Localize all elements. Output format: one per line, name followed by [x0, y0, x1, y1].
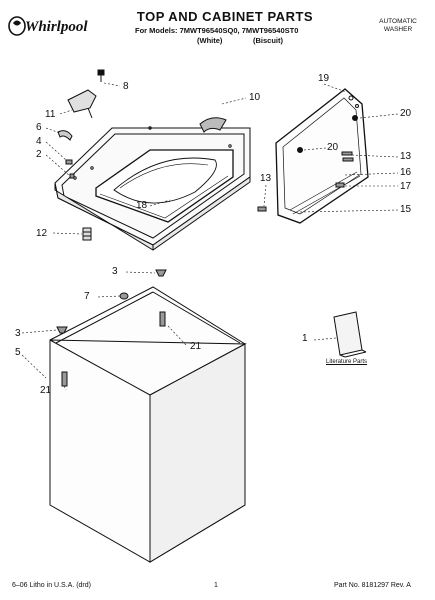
callout-3-top: 3 — [112, 266, 118, 277]
hardware-parts — [56, 69, 354, 387]
callout-10: 10 — [249, 92, 261, 103]
callout-18: 18 — [136, 200, 148, 211]
callout-12: 12 — [36, 228, 48, 239]
callout-21-lower: 21 — [40, 385, 52, 396]
footer-print-info: 6–06 Litho in U.S.A. (drd) — [12, 582, 91, 589]
callout-11: 11 — [45, 109, 56, 120]
callout-19: 19 — [318, 73, 330, 84]
callout-3-bottom: 3 — [15, 328, 21, 339]
product-type: AUTOMATIC WASHER — [370, 18, 426, 34]
whirlpool-logo: Whirlpool — [8, 14, 92, 38]
callout-13-right: 13 — [400, 151, 412, 162]
variant-white: (White) — [197, 36, 223, 45]
product-type-line1: AUTOMATIC — [379, 18, 417, 25]
callout-13-left: 13 — [260, 173, 272, 184]
product-type-line2: WASHER — [383, 26, 413, 33]
callout-16: 16 — [400, 167, 412, 178]
callout-20-mid: 20 — [327, 142, 339, 153]
callout-20-top: 20 — [400, 108, 412, 119]
page-title: TOP AND CABINET PARTS — [136, 9, 314, 24]
brand-wordmark: Whirlpool — [25, 19, 88, 35]
callout-8: 8 — [123, 81, 129, 92]
washer-top-assembly — [54, 126, 251, 251]
washer-cabinet — [49, 286, 247, 563]
callout-2: 2 — [36, 149, 42, 160]
callout-1: 1 — [302, 333, 308, 344]
literature-parts-booklet — [333, 311, 367, 358]
callout-21-upper: 21 — [190, 341, 202, 352]
literature-parts-label: Literature Parts — [326, 359, 368, 365]
callout-7: 7 — [84, 291, 90, 302]
leader-lines — [21, 82, 399, 391]
callout-15: 15 — [400, 204, 412, 215]
callout-5: 5 — [15, 347, 21, 358]
callout-6: 6 — [36, 122, 42, 133]
models-line: For Models: 7MWT96540SQ0, 7MWT96540ST0 — [135, 26, 299, 35]
callout-4: 4 — [36, 136, 42, 147]
footer-part-number: Part No. 8181297 Rev. A — [334, 582, 411, 589]
variant-biscuit: (Biscuit) — [253, 36, 283, 45]
footer-page-number: 1 — [214, 582, 218, 589]
washer-lid — [275, 88, 369, 224]
callout-17: 17 — [400, 181, 412, 192]
